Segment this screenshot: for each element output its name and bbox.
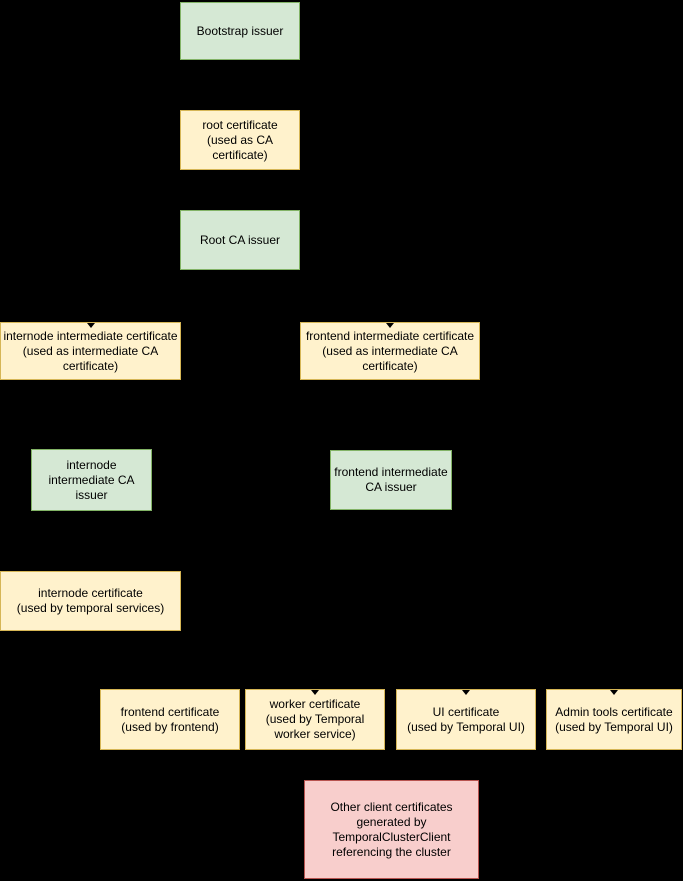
node-label: internode intermediate CA issuer — [48, 457, 135, 502]
node-label: Admin tools certificate (used by Tempora… — [555, 704, 673, 734]
arrowhead-icon — [86, 323, 95, 328]
node-label: frontend certificate (used by frontend) — [120, 704, 220, 734]
node-frontend-intermediate-certificate: frontend intermediate certificate (used … — [300, 322, 480, 380]
node-frontend-certificate: frontend certificate (used by frontend) — [100, 689, 240, 750]
node-label: root certificate (used as CA certificate… — [202, 117, 278, 162]
node-internode-intermediate-certificate: internode intermediate certificate (used… — [0, 322, 181, 380]
node-label: internode intermediate certificate (used… — [3, 328, 178, 373]
node-label: Root CA issuer — [199, 232, 281, 247]
node-internode-certificate: internode certificate (used by temporal … — [0, 571, 181, 631]
node-label: UI certificate (used by Temporal UI) — [407, 704, 525, 734]
node-label: internode certificate (used by temporal … — [16, 586, 165, 615]
node-label: worker certificate (used by Temporal wor… — [265, 697, 365, 741]
node-root-ca-issuer: Root CA issuer — [180, 210, 300, 270]
node-other-client-certificates: Other client certificates generated by T… — [304, 780, 479, 879]
node-ui-certificate: UI certificate (used by Temporal UI) — [396, 689, 536, 750]
node-admin-tools-certificate: Admin tools certificate (used by Tempora… — [546, 689, 682, 750]
arrowhead-icon — [311, 690, 319, 695]
node-label: frontend intermediate CA issuer — [334, 465, 448, 494]
arrowhead-icon — [386, 323, 394, 328]
node-internode-intermediate-ca-issuer: internode intermediate CA issuer — [31, 449, 152, 511]
arrowhead-icon — [462, 690, 470, 695]
node-label: frontend intermediate certificate (used … — [305, 328, 475, 373]
arrowhead-icon — [610, 690, 618, 695]
node-frontend-intermediate-ca-issuer: frontend intermediate CA issuer — [330, 450, 452, 510]
node-label: Other client certificates generated by T… — [330, 799, 453, 859]
node-worker-certificate: worker certificate (used by Temporal wor… — [245, 689, 385, 750]
node-label: Bootstrap issuer — [196, 23, 284, 38]
node-root-certificate: root certificate (used as CA certificate… — [180, 110, 300, 170]
node-bootstrap-issuer: Bootstrap issuer — [180, 2, 300, 60]
